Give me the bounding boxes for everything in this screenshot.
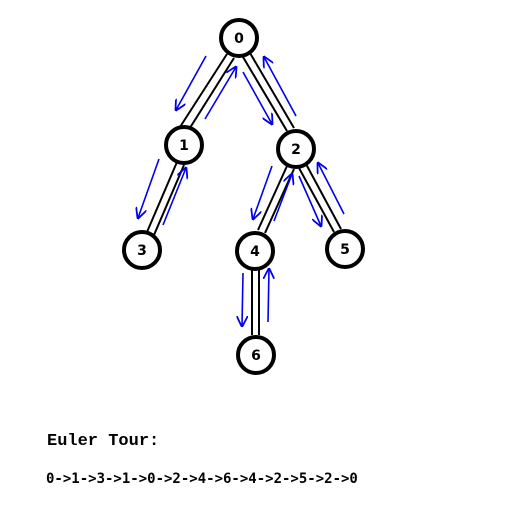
node-5-label: 5 [340,242,350,258]
node-0-label: 0 [234,31,244,47]
node-3-label: 3 [137,243,147,259]
arrow-1-to-3 [138,158,160,218]
node-2-label: 2 [291,142,301,158]
arrow-6-to-4 [268,269,269,323]
euler-tour-caption: Euler Tour: [47,432,160,451]
arrow-5-to-2 [318,163,345,215]
edge-0-1b [187,57,235,132]
node-5: 5 [325,229,365,269]
arrow-2-to-5 [298,175,321,226]
node-6: 6 [236,335,276,375]
euler-tour-arrows [138,55,345,326]
arrow-0-to-2 [242,71,272,124]
arrow-0-to-1 [176,55,207,110]
edge-2-4a [257,165,288,231]
node-4-label: 4 [250,244,260,260]
tree-nodes: 0 1 2 3 4 5 6 [122,18,365,375]
node-1: 1 [164,125,204,165]
arrow-4-to-2 [273,174,292,222]
edge-1-3b [153,164,185,236]
arrow-3-to-1 [162,168,186,226]
edge-0-2b [249,52,295,129]
edge-0-2a [242,56,288,132]
node-3: 3 [122,230,162,270]
node-2: 2 [276,129,316,169]
arrow-1-to-0 [204,67,236,120]
arrow-2-to-0 [264,57,297,117]
edge-1-3a [146,161,178,233]
arrow-4-to-6 [242,272,243,326]
edge-0-1a [179,53,228,128]
node-4: 4 [235,231,275,271]
euler-tour-sequence: 0->1->3->1->0->2->4->6->4->2->5->2->0 [46,471,358,487]
edge-2-5a [298,167,335,233]
edge-2-5b [305,163,342,230]
node-1-label: 1 [179,138,189,154]
node-0: 0 [219,18,259,58]
node-6-label: 6 [251,348,261,364]
arrow-2-to-4 [253,165,273,219]
